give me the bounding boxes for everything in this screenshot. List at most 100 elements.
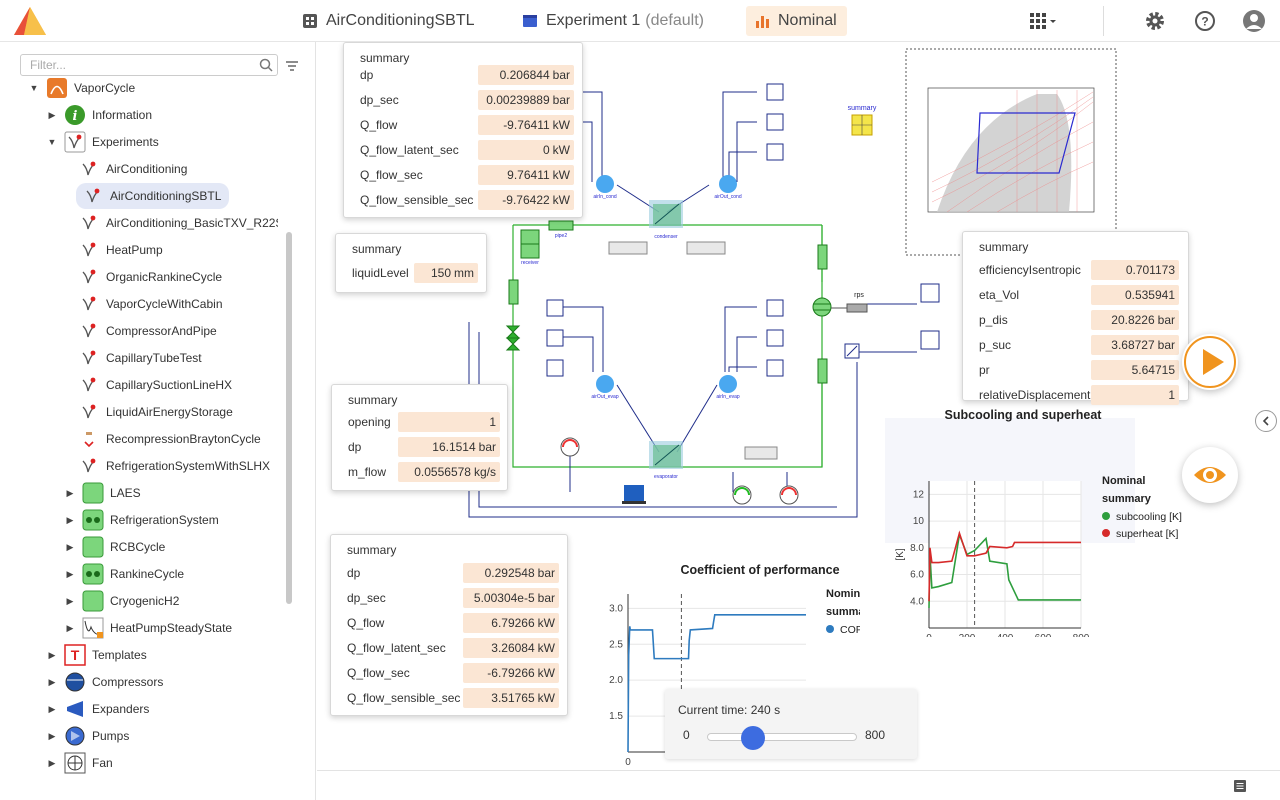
user-avatar-icon[interactable]: [1242, 9, 1266, 33]
expand-arrow-icon[interactable]: ▶: [66, 541, 74, 552]
tree-item-capillarytubetest[interactable]: CapillaryTubeTest: [78, 345, 202, 371]
expand-arrow-icon[interactable]: ▶: [66, 514, 74, 525]
summary-value-number: 150: [430, 266, 451, 280]
tree-item-organicrankinecycle[interactable]: OrganicRankineCycle: [78, 264, 222, 290]
expand-arrow-icon[interactable]: ▶: [48, 730, 56, 741]
summary-value-unit: bar: [478, 440, 496, 454]
bar-chart-icon: [756, 16, 769, 28]
result-tab[interactable]: Nominal: [746, 6, 847, 36]
experiment-icon: [78, 455, 100, 477]
tree-item-airconditioning-basictxv-r22sbtl[interactable]: AirConditioning_BasicTXV_R22SBTL: [78, 210, 278, 236]
tree-item-pumps[interactable]: ▶Pumps: [46, 723, 129, 749]
tree-item-fan[interactable]: ▶Fan: [46, 750, 113, 776]
legend-marker: [1102, 529, 1110, 537]
view-results-button[interactable]: [1182, 447, 1238, 503]
tree-item-rankinecycle[interactable]: ▶RankineCycle: [64, 561, 184, 587]
time-slider-thumb[interactable]: [741, 726, 765, 750]
tree-item-refrigerationsystem[interactable]: ▶RefrigerationSystem: [64, 507, 219, 533]
search-icon[interactable]: [259, 58, 273, 72]
svg-text:airOut_evap: airOut_evap: [591, 394, 618, 400]
y-tick-label: 1.5: [609, 711, 623, 722]
expand-arrow-icon[interactable]: ▶: [48, 676, 56, 687]
ph-chart: [927, 87, 1095, 213]
expand-arrow-icon[interactable]: ▶: [48, 703, 56, 714]
tree-item-capillarysuctionlinehx[interactable]: CapillarySuctionLineHX: [78, 372, 232, 398]
expand-arrow-icon[interactable]: ▶: [66, 568, 74, 579]
tree-root-vaporcycle[interactable]: ▼VaporCycle: [28, 75, 135, 101]
app-logo[interactable]: [12, 5, 48, 37]
expand-arrow-icon[interactable]: ▶: [48, 109, 56, 120]
svg-text:summary: summary: [848, 105, 877, 112]
tree-item-label: AirConditioning_BasicTXV_R22SBTL: [106, 216, 278, 230]
tree-item-vaporcyclewithcabin[interactable]: VaporCycleWithCabin: [78, 291, 223, 317]
tree-item-recompressionbraytoncycle[interactable]: RecompressionBraytonCycle: [78, 426, 261, 452]
summary-label: dp: [348, 440, 362, 454]
tree-item-refrigerationsystemwithslhx[interactable]: RefrigerationSystemWithSLHX: [78, 453, 270, 479]
log-icon[interactable]: [1233, 779, 1247, 793]
series-line: [928, 531, 1081, 608]
experiment-name: Experiment 1: [546, 12, 641, 29]
pump-icon: [64, 725, 86, 747]
tree-item-laes[interactable]: ▶LAES: [64, 480, 141, 506]
time-slider[interactable]: [707, 726, 857, 750]
summary-value: 1: [1091, 385, 1179, 405]
svg-text:?: ?: [1201, 15, 1208, 29]
expand-arrow-icon[interactable]: ▶: [48, 757, 56, 768]
collapse-panel-button[interactable]: [1255, 410, 1277, 432]
sidebar-scrollbar[interactable]: [286, 232, 292, 604]
package-icon: [82, 563, 104, 585]
compressor-component: rps: [812, 292, 868, 359]
card-title: summary: [352, 242, 402, 256]
experiment-icon: [78, 401, 100, 423]
summary-label: efficiencyIsentropic: [979, 263, 1081, 277]
summary-label: p_suc: [979, 338, 1012, 352]
summary-value: 5.64715: [1091, 360, 1179, 380]
svg-text:airOut_cond: airOut_cond: [714, 194, 741, 200]
tree-item-label: RCBCycle: [110, 540, 166, 554]
summary-value-number: 3.68727: [1111, 338, 1155, 352]
tree-item-rcbcycle[interactable]: ▶ RCBCycle: [64, 534, 165, 560]
condenser-component: condenser: [649, 200, 683, 240]
tree-item-compressors[interactable]: ▶Compressors: [46, 669, 163, 695]
diagram-canvas[interactable]: summary: [317, 42, 1280, 770]
tree-item-compressorandpipe[interactable]: CompressorAndPipe: [78, 318, 217, 344]
run-simulation-button[interactable]: [1182, 334, 1238, 390]
tree-item-cryogenich2[interactable]: ▶CryogenicH2: [64, 588, 179, 614]
help-icon[interactable]: ?: [1194, 10, 1216, 32]
filter-input[interactable]: Filter...: [20, 54, 278, 76]
summary-value-number: 5.64715: [1131, 363, 1175, 377]
experiment-icon: [78, 266, 100, 288]
tree-item-airconditioning[interactable]: AirConditioning: [78, 156, 187, 182]
experiment-tab[interactable]: Experiment 1 (default): [514, 6, 712, 36]
experiment-icon: [78, 347, 100, 369]
apps-grid-icon[interactable]: [1028, 12, 1058, 30]
template-icon: T: [64, 644, 86, 666]
collapse-arrow-icon[interactable]: ▼: [29, 83, 39, 93]
filter-icon[interactable]: [285, 59, 299, 71]
tree-item-liquidairenergystorage[interactable]: LiquidAirEnergyStorage: [78, 399, 233, 425]
chevron-left-icon: [1262, 416, 1269, 426]
expand-arrow-icon[interactable]: ▶: [48, 649, 56, 660]
tree-item-heatpump[interactable]: HeatPump: [78, 237, 163, 263]
expand-arrow-icon[interactable]: ▶: [66, 622, 74, 633]
collapse-arrow-icon[interactable]: ▼: [47, 137, 57, 147]
tree-item-expanders[interactable]: ▶Expanders: [46, 696, 149, 722]
tree-item-heatpumpsteadystate[interactable]: ▶HeatPumpSteadyState: [64, 615, 232, 641]
tree-item-airconditioningsbtl[interactable]: AirConditioningSBTL: [76, 183, 230, 209]
expand-arrow-icon[interactable]: ▶: [66, 487, 74, 498]
gear-icon[interactable]: [1144, 10, 1166, 32]
slider-value: 240: [750, 703, 771, 717]
tree-item-experiments[interactable]: ▼Experiments: [46, 129, 159, 155]
model-tab[interactable]: AirConditioningSBTL: [294, 6, 483, 36]
expand-arrow-icon[interactable]: ▶: [66, 595, 74, 606]
summary-value-number: 5.00304e-5: [473, 591, 535, 605]
